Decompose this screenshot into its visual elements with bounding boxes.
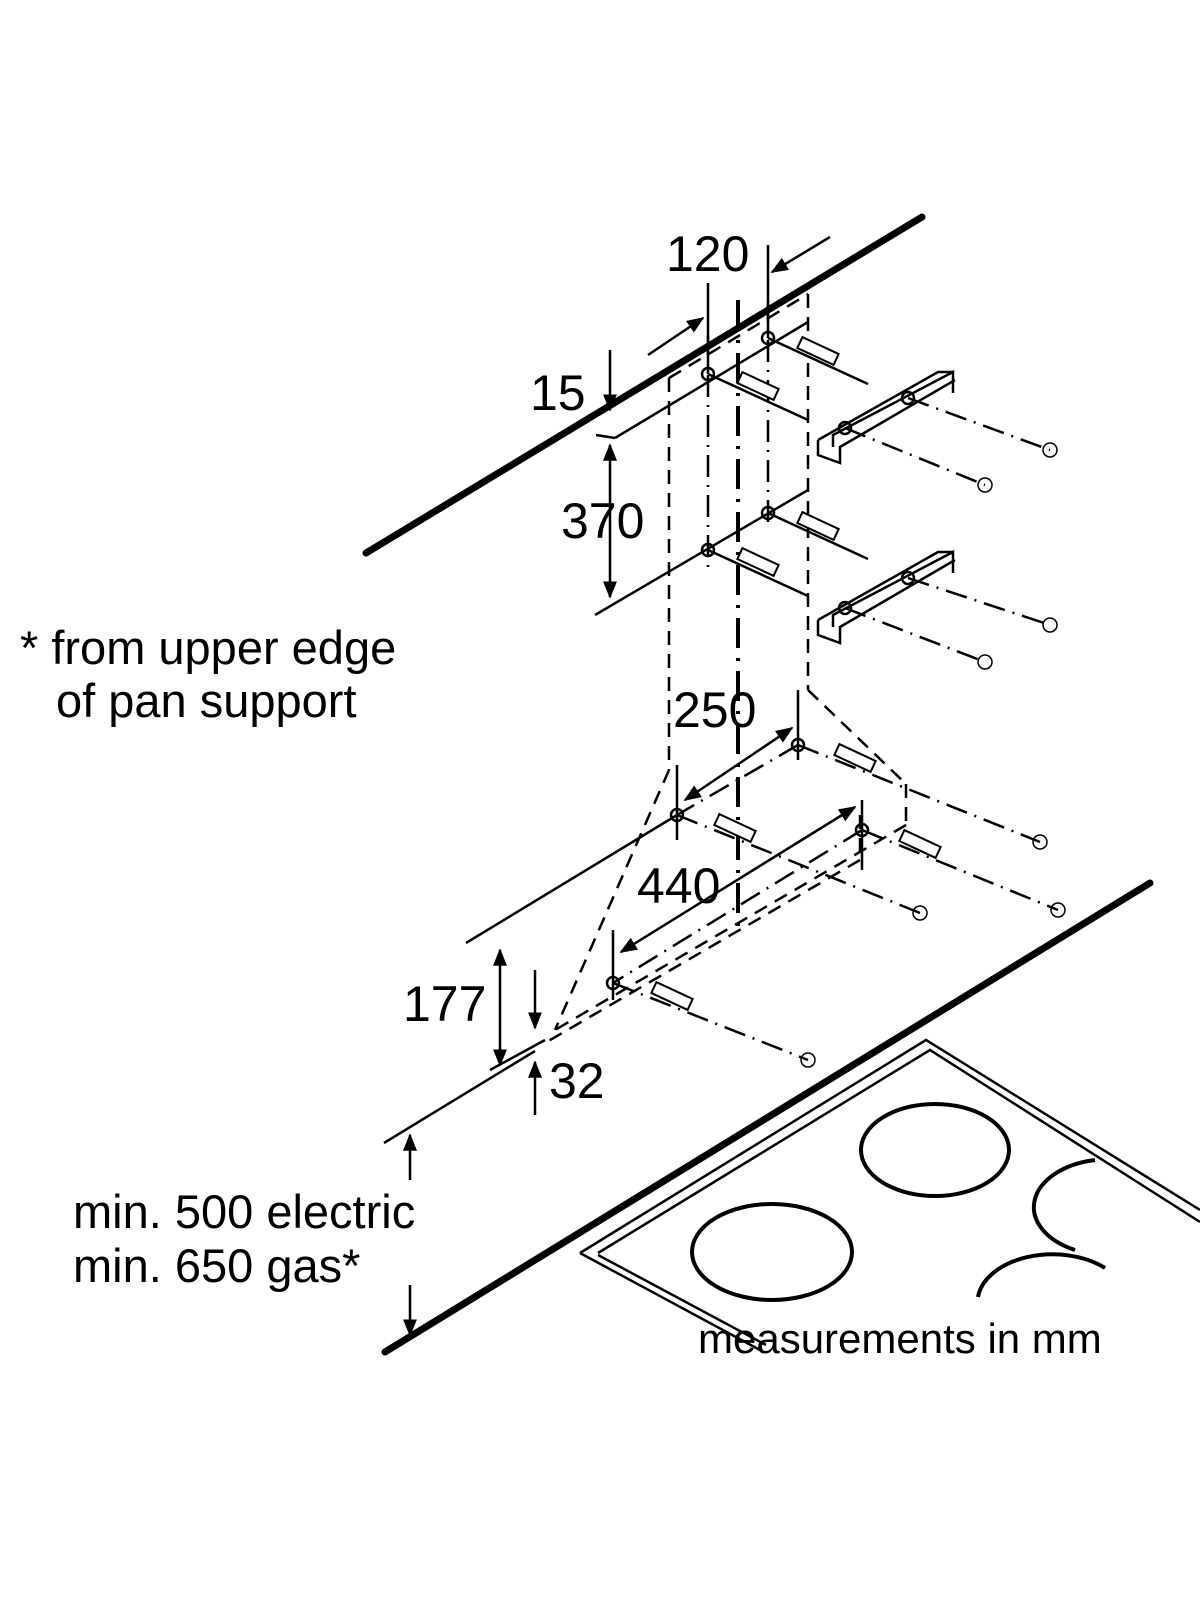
drill-hole	[760, 505, 776, 521]
mounting-bracket	[816, 369, 956, 465]
dimension-440: 440	[637, 858, 720, 914]
dimension-120: 120	[666, 226, 749, 282]
footnote-line-2: of pan support	[56, 674, 357, 727]
screws-upper	[844, 396, 1058, 670]
dimension-370: 370	[561, 493, 644, 549]
lower-holes	[605, 690, 1066, 1068]
clearance-gas: min. 650 gas*	[73, 1239, 360, 1292]
dimension-32: 32	[549, 1053, 605, 1109]
hob-burner	[690, 1202, 854, 1302]
hob-burner	[859, 1102, 1011, 1198]
hob	[579, 1038, 1200, 1352]
units-note: measurements in mm	[698, 1315, 1102, 1362]
dimension-arrows	[403, 235, 857, 1337]
wall-plugs-upper	[707, 335, 869, 598]
dimension-15: 15	[530, 365, 586, 421]
dimension-177: 177	[403, 976, 486, 1032]
drill-hole	[605, 975, 621, 991]
footnote-line-1: * from upper edge	[20, 621, 396, 674]
mounting-bracket	[816, 549, 956, 645]
drill-hole	[700, 542, 716, 558]
chimney-outline	[544, 292, 908, 1045]
hob-burner	[1031, 1158, 1096, 1252]
ceiling-line	[362, 213, 926, 557]
hob-burner	[976, 1252, 1107, 1298]
worktop-line	[381, 879, 1154, 1356]
clearance-electric: min. 500 electric	[73, 1185, 415, 1238]
dimension-250: 250	[673, 682, 756, 738]
